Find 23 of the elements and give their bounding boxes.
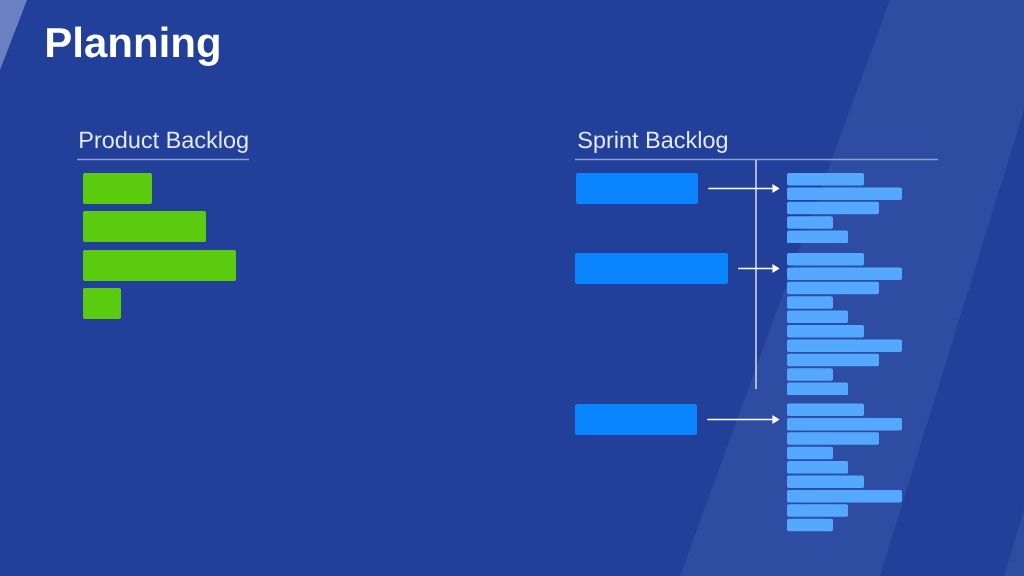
section-heading: Product Backlog <box>80 131 248 153</box>
task-bar <box>787 368 833 381</box>
task-bar <box>787 325 864 338</box>
task-bar <box>787 296 833 309</box>
title: Planning <box>47 26 219 66</box>
story-box <box>575 253 728 284</box>
task-bar <box>787 432 879 445</box>
arrow <box>707 184 780 193</box>
task-bar <box>787 504 848 517</box>
backlog-bar <box>83 250 236 281</box>
task-bar <box>787 461 848 474</box>
story-box <box>576 173 698 204</box>
backlog-bar <box>83 173 152 204</box>
task-bar <box>787 253 864 266</box>
task-bar <box>787 267 902 280</box>
backlog-bar <box>83 211 206 242</box>
story-box <box>575 404 697 435</box>
section-heading: Sprint Backlog <box>578 131 728 153</box>
task-bar <box>787 339 902 352</box>
task-bar <box>787 187 902 200</box>
task-bar <box>787 173 864 186</box>
task-bar <box>787 216 833 229</box>
backlog-bar <box>83 288 121 319</box>
